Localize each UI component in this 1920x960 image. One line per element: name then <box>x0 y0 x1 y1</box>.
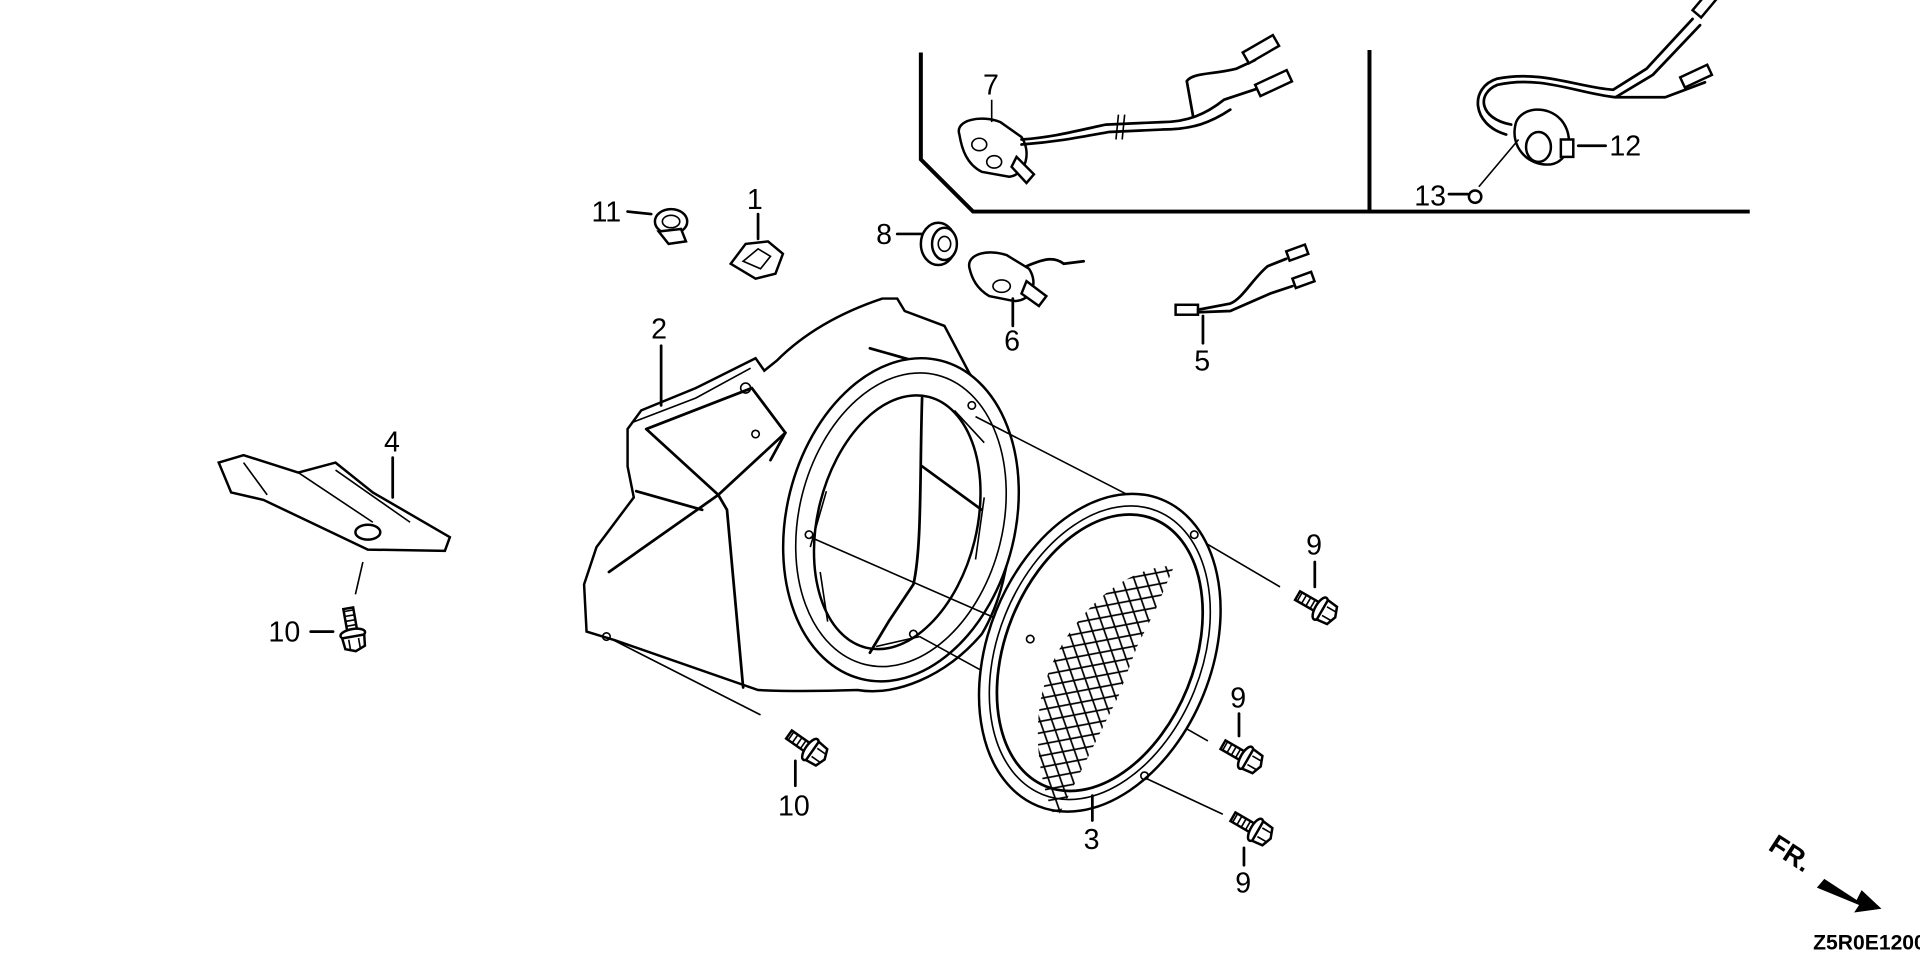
callout-12: 12 <box>1609 131 1641 163</box>
front-direction-indicator: FR. <box>1764 828 1882 913</box>
callout-7: 7 <box>983 70 999 102</box>
part-2-fan-shroud[interactable] <box>582 297 1052 707</box>
part-7-switch-assembly[interactable] <box>957 33 1294 185</box>
part-9-bolt-middle[interactable] <box>1215 732 1269 779</box>
callout-2: 2 <box>651 313 667 345</box>
part-8-grommet[interactable] <box>895 221 959 267</box>
callout-11: 11 <box>592 197 622 229</box>
part-5-wire-harness[interactable] <box>1174 242 1317 345</box>
part-12-switch-assembly[interactable] <box>1476 0 1721 188</box>
part-10-bolt-bracket[interactable] <box>334 604 370 655</box>
callout-10-bracket: 10 <box>268 617 300 649</box>
part-1-clip[interactable] <box>728 212 785 281</box>
callout-1: 1 <box>747 184 763 216</box>
callout-3: 3 <box>1084 824 1100 856</box>
front-label: FR. <box>1764 828 1818 878</box>
callout-5: 5 <box>1194 346 1210 378</box>
callout-9-middle: 9 <box>1230 682 1246 714</box>
part-6-switch[interactable] <box>968 251 1086 328</box>
part-11-clamp[interactable] <box>626 207 689 246</box>
diagram-code: Z5R0E1200B <box>1813 932 1920 955</box>
callout-8: 8 <box>876 219 892 251</box>
part-13-screw[interactable] <box>1447 189 1483 205</box>
part-4-bracket[interactable] <box>217 453 452 595</box>
inset-frame <box>918 50 1750 214</box>
callout-6: 6 <box>1004 326 1020 358</box>
front-arrow-icon <box>1816 878 1882 913</box>
callout-10-shroud: 10 <box>778 791 810 823</box>
part-9-bolt-upper[interactable] <box>1290 583 1343 630</box>
part-10-bolt-shroud[interactable] <box>780 723 833 771</box>
callout-9-lower: 9 <box>1235 868 1251 900</box>
part-9-bolt-lower[interactable] <box>1225 804 1279 851</box>
callout-9-upper: 9 <box>1306 530 1322 562</box>
callout-4: 4 <box>384 426 400 458</box>
callout-13: 13 <box>1414 180 1446 212</box>
